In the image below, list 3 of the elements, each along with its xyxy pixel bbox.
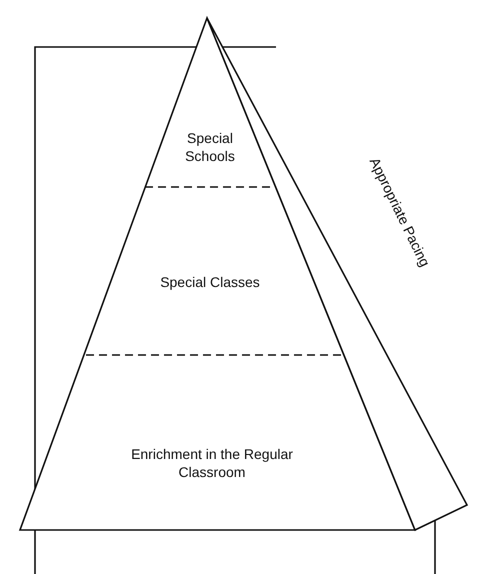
tier-label: Enrichment in the Regular Classroom	[102, 445, 322, 481]
tier-label: Special Classes	[130, 273, 290, 291]
tier-label: Special Schools	[165, 129, 255, 165]
